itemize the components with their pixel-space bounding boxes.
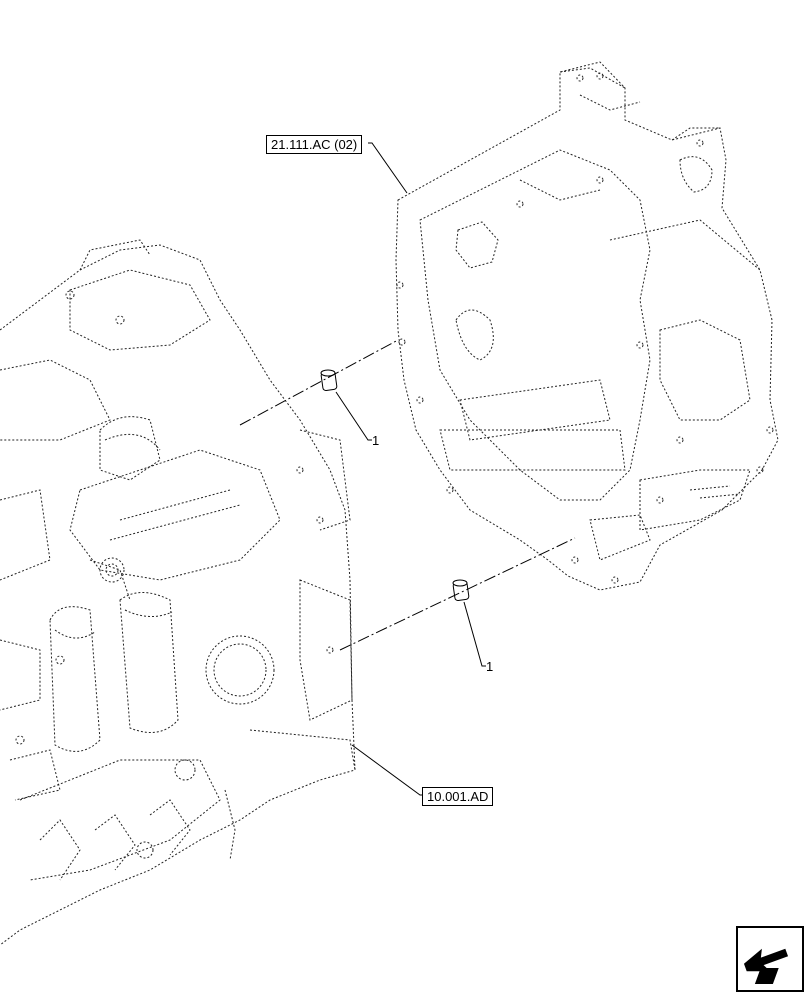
leader-pin-lower xyxy=(463,601,486,667)
callout-pin-upper: 1 xyxy=(372,433,380,448)
transmission-housing xyxy=(395,61,779,591)
leader-housing-ref xyxy=(368,142,408,194)
next-page-arrow-icon[interactable] xyxy=(736,926,804,992)
dowel-pin-upper xyxy=(320,369,338,391)
leader-engine-ref xyxy=(351,744,422,796)
engine-block xyxy=(0,239,356,946)
alignment-line-lower xyxy=(339,537,576,651)
leader-pin-upper xyxy=(335,391,372,441)
engine-reference-label[interactable]: 10.001.AD xyxy=(422,787,494,806)
callout-pin-lower: 1 xyxy=(486,659,494,674)
housing-reference-label[interactable]: 21.111.AC (02) xyxy=(266,135,363,154)
dowel-pin-lower xyxy=(452,579,470,601)
alignment-line-upper xyxy=(239,339,399,426)
